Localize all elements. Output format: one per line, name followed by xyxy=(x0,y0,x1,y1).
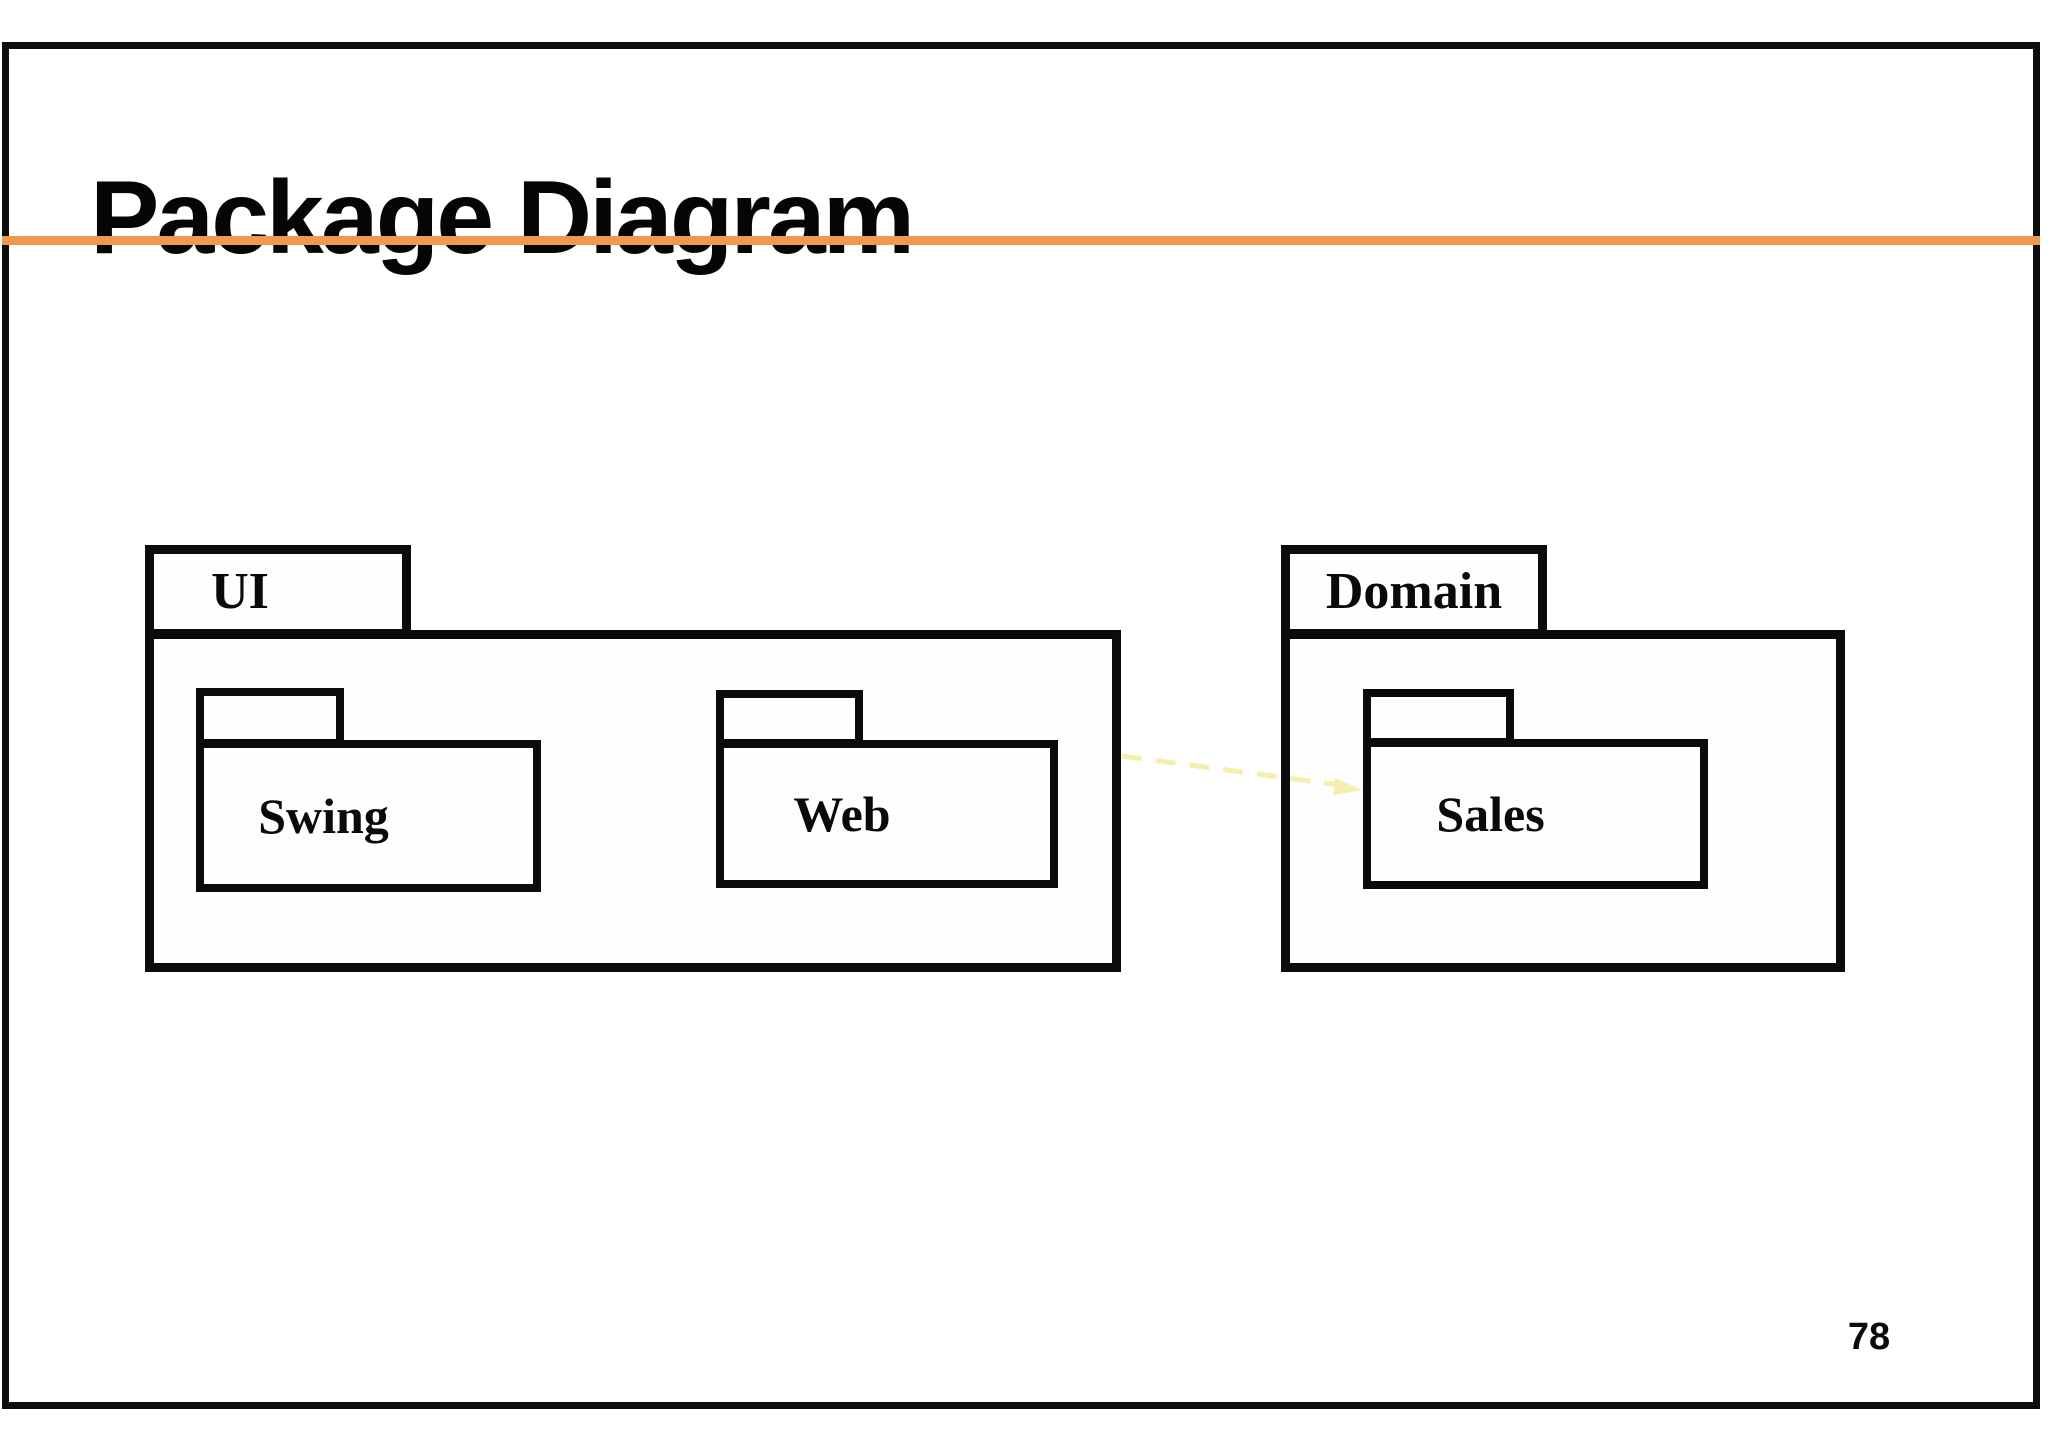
package-swing-body: Swing xyxy=(196,740,541,892)
package-web-body: Web xyxy=(716,740,1058,888)
package-domain-tab: Domain xyxy=(1281,545,1547,638)
page-title: Package Diagram xyxy=(90,159,915,276)
package-swing-label: Swing xyxy=(258,788,389,844)
page-number: 78 xyxy=(1847,1316,1891,1358)
package-sales-tab xyxy=(1363,689,1514,746)
slide-border xyxy=(2,42,2040,1409)
title-divider-line xyxy=(2,236,2040,245)
package-ui-label: UI xyxy=(211,563,269,620)
package-domain-label: Domain xyxy=(1325,563,1503,620)
package-web-label: Web xyxy=(793,786,891,842)
package-ui-tab: UI xyxy=(145,545,411,638)
package-web-tab xyxy=(716,690,863,747)
package-swing-tab xyxy=(196,688,344,747)
package-sales-label: Sales xyxy=(1436,786,1545,842)
package-sales-body: Sales xyxy=(1363,739,1708,889)
